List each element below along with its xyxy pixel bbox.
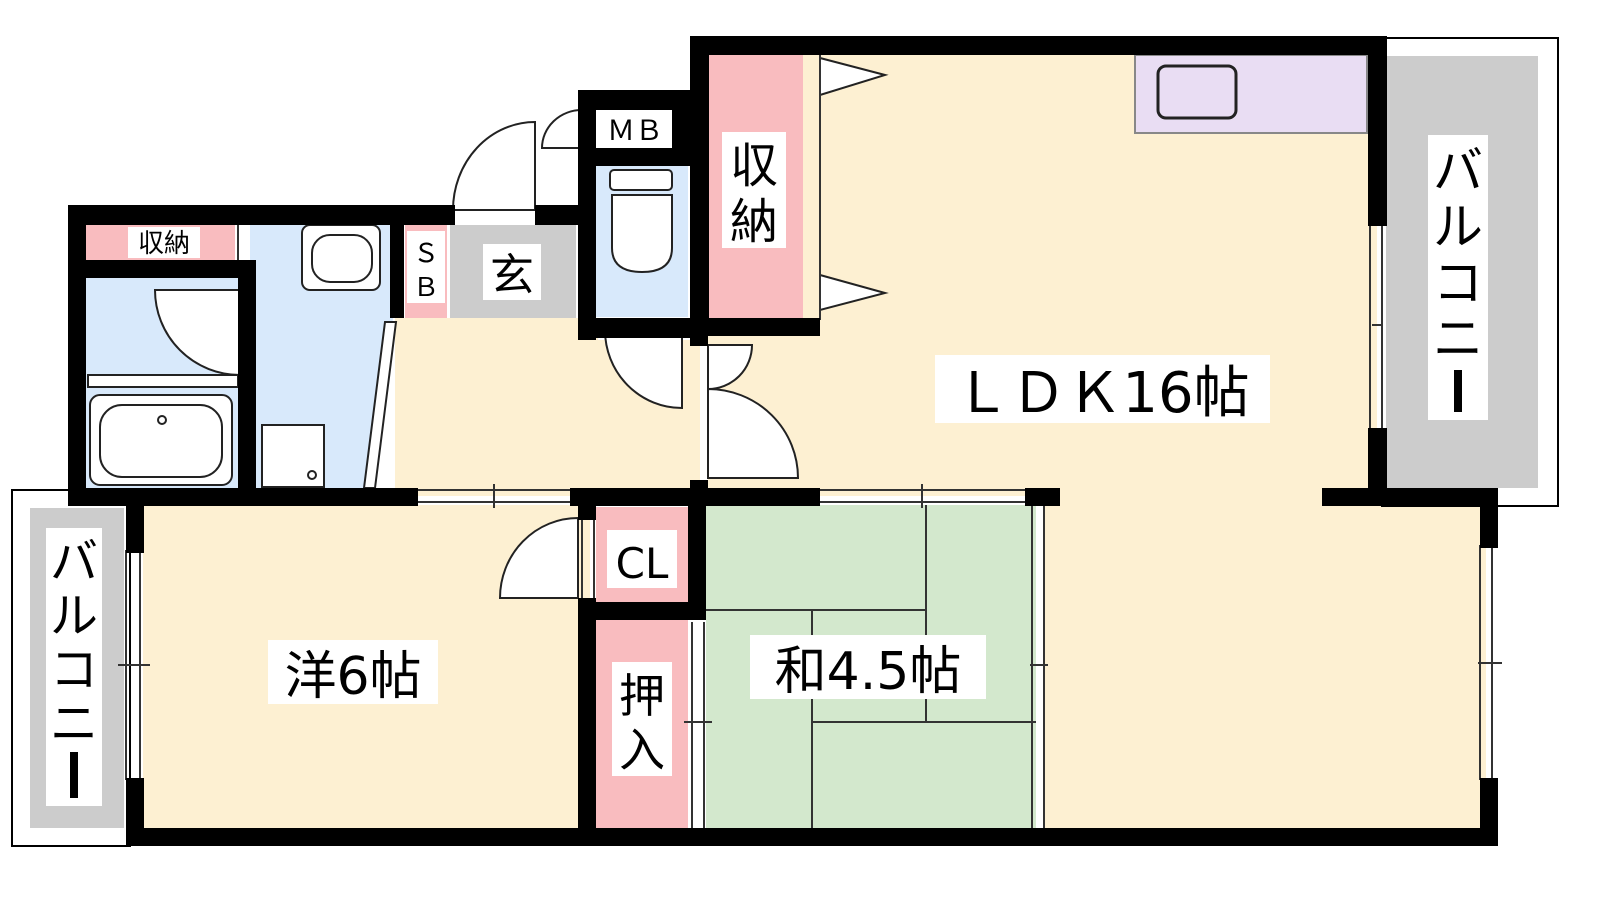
mb-label: ＭＢ [607, 114, 663, 147]
storage-upper-label-bg [128, 227, 200, 258]
oshiire-label-bg [612, 662, 672, 776]
sb-label-2: Ｂ [413, 273, 439, 303]
balcony-left-label-3: コ [50, 642, 98, 698]
sb-label-bg [407, 231, 445, 303]
kitchen-counter [1134, 54, 1368, 134]
ldk-door-swing-lower [707, 387, 800, 479]
balcony-left-label-5 [70, 752, 78, 798]
toilet-tank-icon [609, 169, 673, 191]
western-label-bg [268, 640, 438, 704]
balcony-right-label-1: バ [1433, 142, 1483, 200]
balcony-left-label-1: バ [50, 534, 98, 590]
windows [118, 55, 1502, 828]
storage-ldk-label-2: 納 [730, 194, 778, 250]
balcony-left-label-2: ル [50, 588, 98, 644]
ldk-label: ＬＤＫ16帖 [954, 361, 1249, 426]
japanese-label: 和4.5帖 [775, 642, 962, 702]
balcony-right-label-5 [1454, 370, 1462, 412]
balcony-right-label-2: ル [1433, 198, 1483, 256]
sink-icon [1156, 64, 1238, 120]
closet-label-bg [607, 530, 677, 588]
western-label: 洋6帖 [284, 647, 421, 707]
bathtub-icon [89, 394, 233, 486]
ldk-label-bg [935, 355, 1270, 423]
fixtures [87, 56, 889, 599]
balcony-right-label-4: ニ [1433, 310, 1483, 368]
washer-pan-icon [261, 424, 325, 488]
sb-label-1: Ｓ [413, 239, 439, 269]
ldk-floor [708, 50, 1486, 828]
toilet-door-swing [603, 329, 683, 410]
storage-ldk-label-1: 収 [730, 138, 778, 194]
oshiire-label-1: 押 [619, 669, 665, 723]
toilet-bowl-icon [611, 194, 673, 274]
storage-upper-label: 収納 [138, 229, 190, 259]
entrance-label: 玄 [490, 250, 534, 301]
bath-door-swing [153, 289, 241, 377]
walls [68, 36, 1498, 846]
japanese-label-bg [750, 635, 986, 699]
entrance-door-swing [451, 120, 536, 211]
labels: ＬＤＫ16帖 洋6帖 和4.5帖 玄 収納 収 納 CL 押 入 ＭＢ Ｓ Ｂ [46, 112, 1488, 806]
western-door-swing [498, 516, 579, 599]
storage-ldk-label-bg [722, 132, 786, 248]
entrance-label-bg [483, 244, 541, 300]
mb-label-bg [598, 112, 672, 146]
mb-door-swing [540, 108, 583, 149]
closet-label: CL [616, 539, 669, 588]
balcony-right-label-3: コ [1433, 254, 1483, 312]
oshiire-label-2: 入 [619, 723, 665, 777]
balcony-left-label-4: ニ [50, 696, 98, 752]
